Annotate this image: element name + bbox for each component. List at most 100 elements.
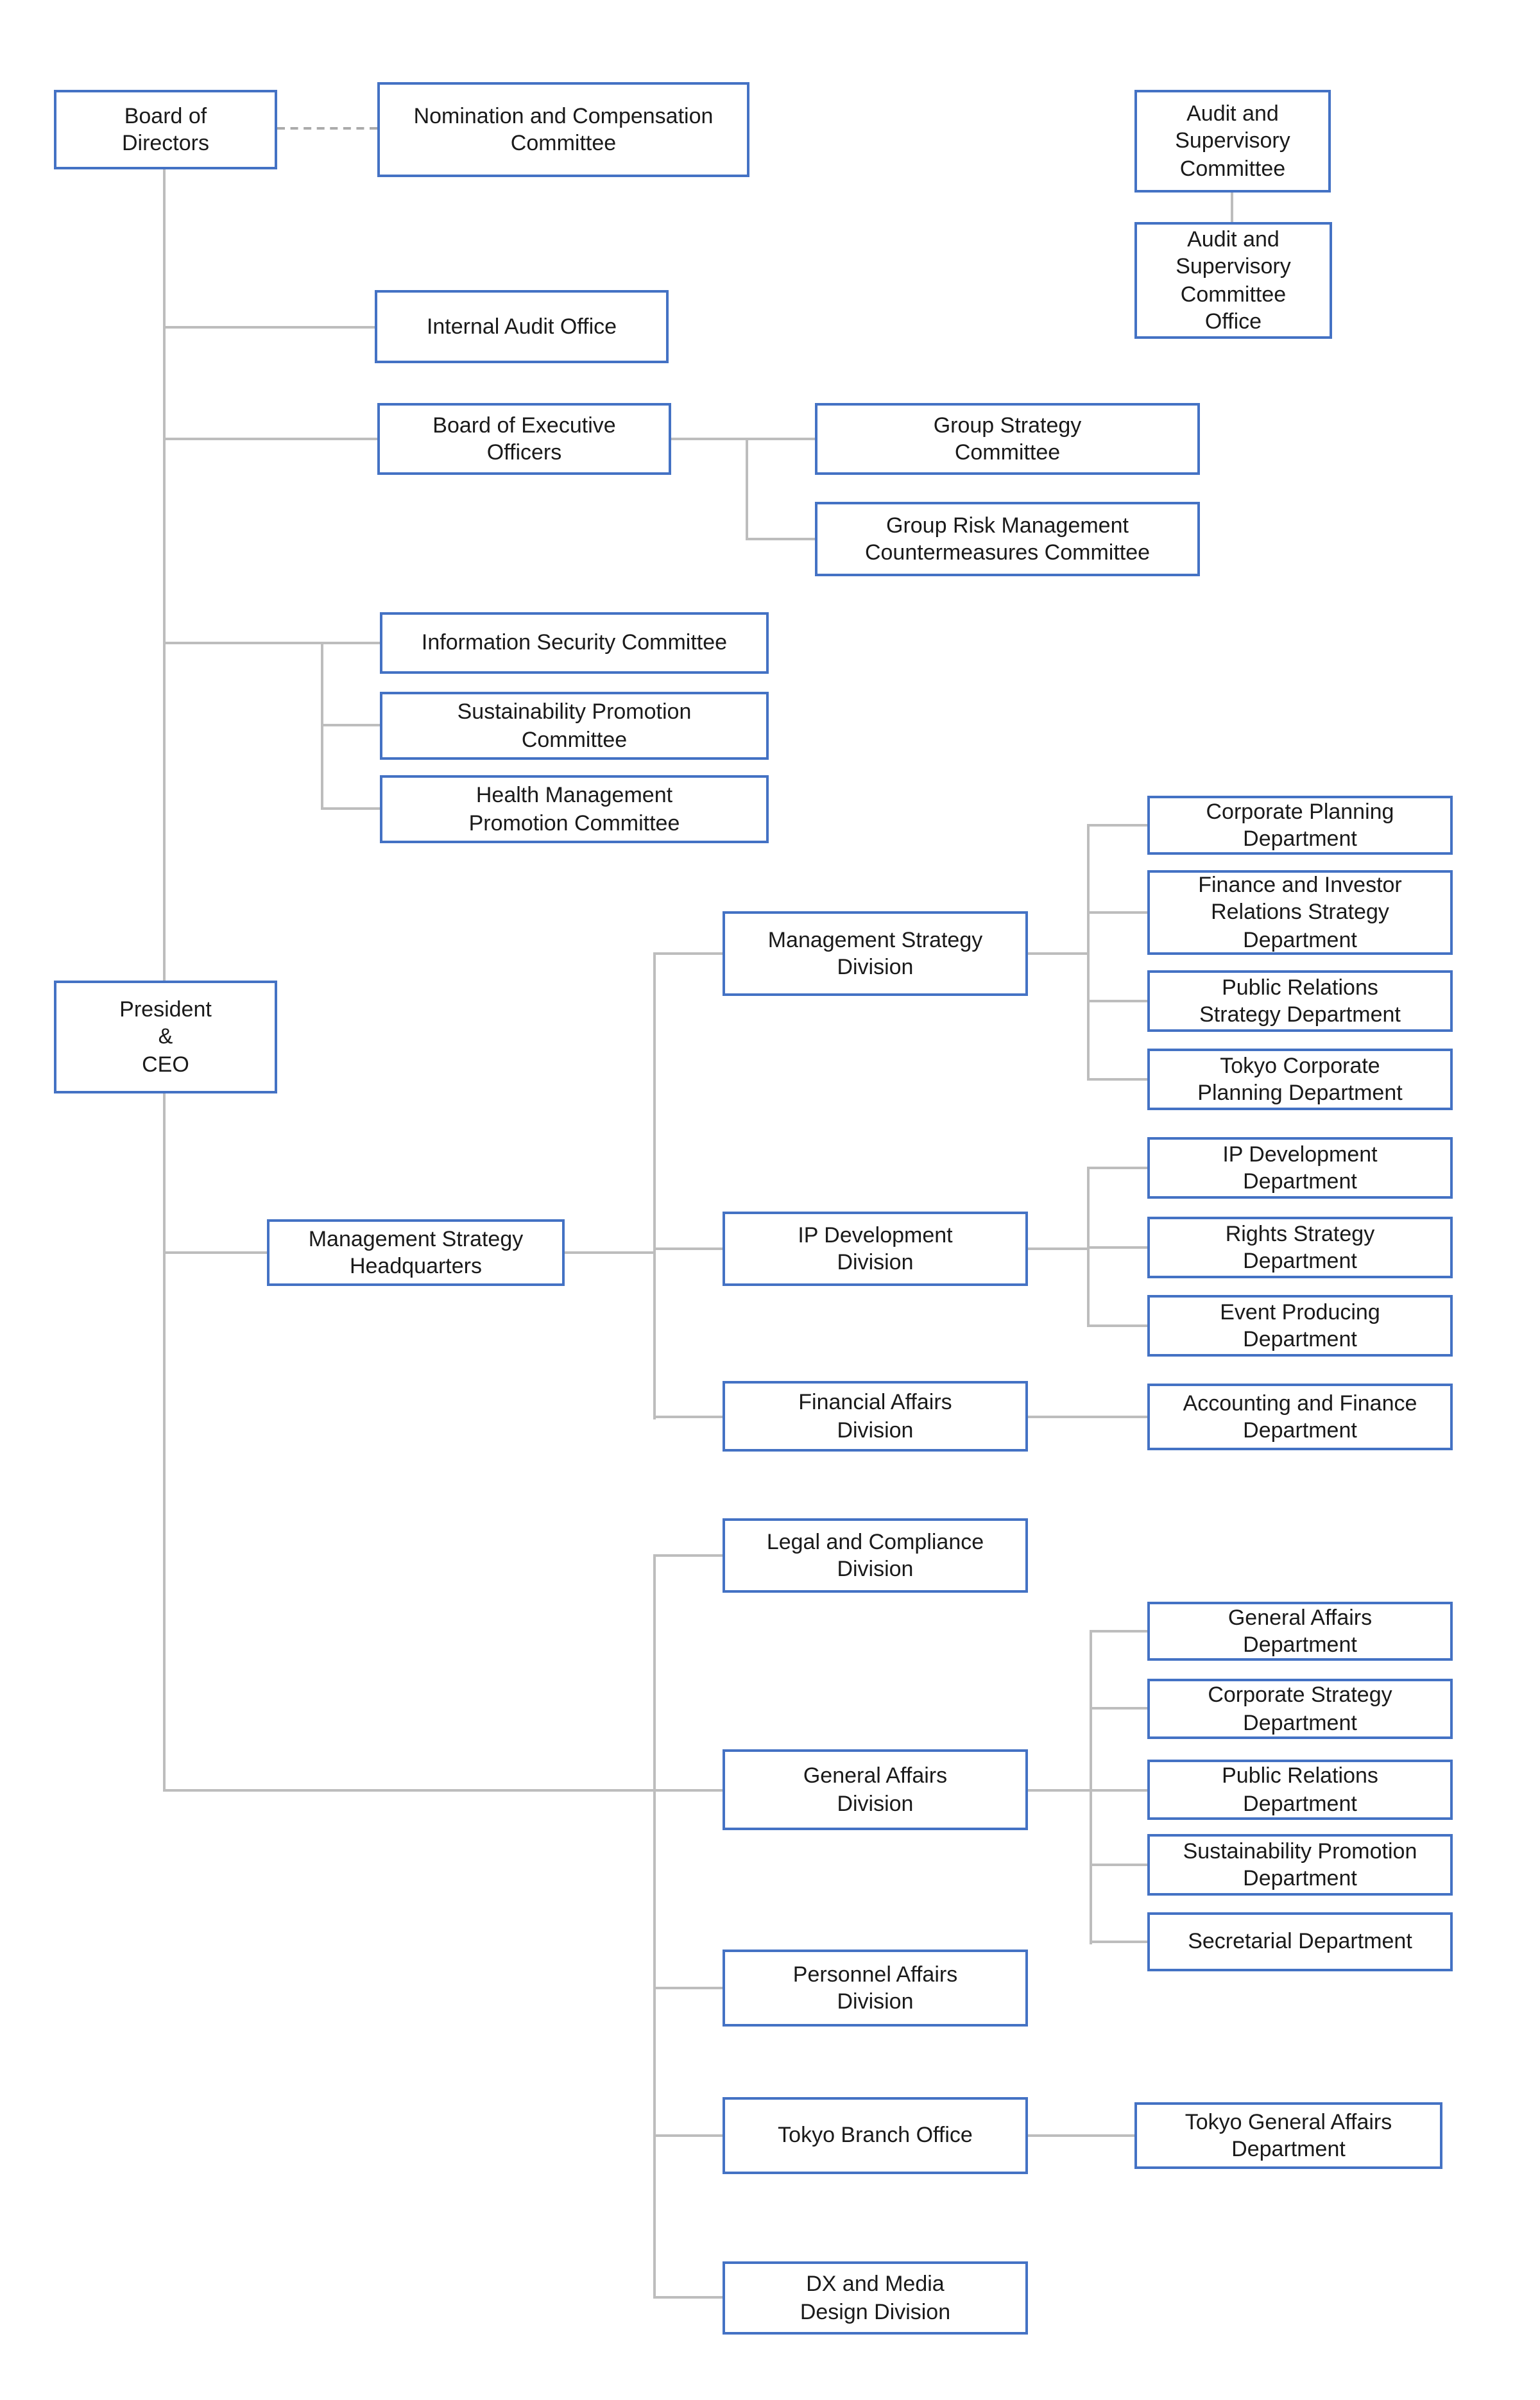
connector-rsd <box>1087 1246 1147 1249</box>
connector-ipdd-stub <box>1028 1247 1088 1250</box>
connector-msh-trunk <box>565 1251 654 1254</box>
node-label: Sustainability Promotion Committee <box>457 699 692 751</box>
connector-gad-stub <box>1028 1789 1091 1792</box>
node-label: Public Relations Strategy Department <box>1199 975 1401 1027</box>
node-label: President & CEO <box>119 997 212 1077</box>
node-label: IP Development Division <box>798 1222 953 1274</box>
node-legal-compliance-division: Legal and Compliance Division <box>723 1518 1028 1593</box>
node-label: Corporate Planning Department <box>1206 799 1394 851</box>
node-tokyo-branch-office: Tokyo Branch Office <box>723 2097 1028 2174</box>
node-label: Tokyo General Affairs Department <box>1185 2109 1392 2161</box>
node-tokyo-general-affairs-department: Tokyo General Affairs Department <box>1134 2102 1442 2169</box>
node-ip-development-department: IP Development Department <box>1147 1137 1453 1199</box>
connector-tcpd <box>1087 1078 1147 1081</box>
node-group-risk-management-countermeasures-committee: Group Risk Management Countermeasures Co… <box>815 502 1200 576</box>
connector-bod-beo <box>164 438 377 440</box>
connector-firsd <box>1087 911 1147 914</box>
node-label: IP Development Department <box>1222 1142 1378 1194</box>
connector-fad <box>653 1416 723 1418</box>
node-audit-supervisory-committee: Audit and Supervisory Committee <box>1134 90 1331 193</box>
node-label: Secretarial Department <box>1188 1929 1412 1954</box>
node-corporate-strategy-department: Corporate Strategy Department <box>1147 1679 1453 1739</box>
connector-beo-sub-trunk <box>746 438 748 539</box>
connector-lower-divisions-trunk <box>653 1554 656 2299</box>
connector-ipdept <box>1087 1167 1147 1169</box>
node-sustainability-promotion-committee: Sustainability Promotion Committee <box>380 692 769 760</box>
connector-dx <box>653 2296 723 2299</box>
node-audit-supervisory-committee-office: Audit and Supervisory Committee Office <box>1134 222 1332 339</box>
node-label: Group Risk Management Countermeasures Co… <box>864 513 1151 565</box>
connector-msh-divisions-trunk <box>653 954 656 1419</box>
node-management-strategy-headquarters: Management Strategy Headquarters <box>267 1219 565 1286</box>
node-label: Tokyo Branch Office <box>778 2123 973 2148</box>
node-label: Audit and Supervisory Committee <box>1175 101 1290 181</box>
node-general-affairs-division: General Affairs Division <box>723 1749 1028 1830</box>
node-label: Nomination and Compensation Committee <box>413 103 714 155</box>
connector-dashed-bod-ncc <box>277 127 377 130</box>
node-information-security-committee: Information Security Committee <box>380 612 769 674</box>
node-rights-strategy-department: Rights Strategy Department <box>1147 1217 1453 1278</box>
node-health-management-promotion-committee: Health Management Promotion Committee <box>380 775 769 843</box>
connector-spdept <box>1090 1864 1147 1866</box>
connector-asc-asco <box>1231 193 1233 222</box>
connector-hmpc <box>321 807 380 810</box>
node-label: Management Strategy Division <box>767 927 983 979</box>
node-label: Legal and Compliance Division <box>766 1529 984 1581</box>
node-label: Internal Audit Office <box>426 314 617 339</box>
connector-bod-iao <box>164 326 375 329</box>
node-general-affairs-department: General Affairs Department <box>1147 1602 1453 1661</box>
node-group-strategy-committee: Group Strategy Committee <box>815 403 1200 475</box>
connector-prsd <box>1087 1000 1147 1002</box>
node-secretarial-department: Secretarial Department <box>1147 1912 1453 1971</box>
connector-trunk-president-lower <box>163 1093 166 1792</box>
node-internal-audit-office: Internal Audit Office <box>375 290 669 363</box>
node-label: Tokyo Corporate Planning Department <box>1197 1053 1403 1105</box>
node-label: Financial Affairs Division <box>798 1390 952 1442</box>
node-label: General Affairs Department <box>1228 1605 1373 1657</box>
node-label: Rights Strategy Department <box>1225 1221 1375 1273</box>
node-label: Sustainability Promotion Department <box>1183 1839 1417 1890</box>
connector-ga-dept-trunk <box>1090 1630 1092 1944</box>
node-dx-media-design-division: DX and Media Design Division <box>723 2261 1028 2335</box>
connector-ipdd <box>653 1247 723 1250</box>
connector-pad <box>653 1987 723 1989</box>
connector-secd <box>1090 1941 1147 1943</box>
connector-epd <box>1087 1324 1147 1327</box>
node-sustainability-promotion-department: Sustainability Promotion Department <box>1147 1834 1453 1896</box>
connector-tbo <box>653 2134 723 2137</box>
connector-trunk-bod-president <box>163 169 166 981</box>
connector-spc <box>321 724 380 726</box>
node-label: General Affairs Division <box>803 1763 948 1815</box>
connector-gadept <box>1090 1630 1147 1633</box>
node-nomination-compensation-committee: Nomination and Compensation Committee <box>377 82 749 177</box>
connector-beo-grmcc <box>746 538 815 540</box>
node-label: Event Producing Department <box>1220 1299 1380 1351</box>
node-public-relations-department: Public Relations Department <box>1147 1760 1453 1820</box>
node-label: Information Security Committee <box>421 630 728 655</box>
connector-prd <box>1090 1789 1147 1792</box>
node-label: Management Strategy Headquarters <box>308 1226 524 1278</box>
connector-msd-stub <box>1028 952 1088 955</box>
node-label: Finance and Investor Relations Strategy … <box>1198 873 1402 952</box>
connector-fad-afd <box>1028 1416 1147 1418</box>
node-president-ceo: President & CEO <box>54 981 277 1093</box>
connector-bod-isc <box>164 642 380 644</box>
node-finance-investor-relations-strategy-department: Finance and Investor Relations Strategy … <box>1147 870 1453 955</box>
connector-beo-gsc <box>671 438 815 440</box>
node-label: Accounting and Finance Department <box>1183 1391 1417 1443</box>
connector-msd <box>653 952 723 955</box>
node-tokyo-corporate-planning-department: Tokyo Corporate Planning Department <box>1147 1049 1453 1110</box>
node-ip-development-division: IP Development Division <box>723 1212 1028 1286</box>
node-corporate-planning-department: Corporate Planning Department <box>1147 796 1453 855</box>
node-public-relations-strategy-department: Public Relations Strategy Department <box>1147 970 1453 1032</box>
node-personnel-affairs-division: Personnel Affairs Division <box>723 1950 1028 2027</box>
node-label: Public Relations Department <box>1222 1763 1378 1815</box>
node-label: Health Management Promotion Committee <box>468 783 680 835</box>
node-label: Board of Executive Officers <box>432 413 616 465</box>
connector-tbo-tgad <box>1028 2134 1134 2137</box>
node-label: Group Strategy Committee <box>933 413 1082 465</box>
node-label: Personnel Affairs Division <box>792 1962 958 2014</box>
connector-lcd <box>653 1554 723 1557</box>
node-event-producing-department: Event Producing Department <box>1147 1295 1453 1357</box>
